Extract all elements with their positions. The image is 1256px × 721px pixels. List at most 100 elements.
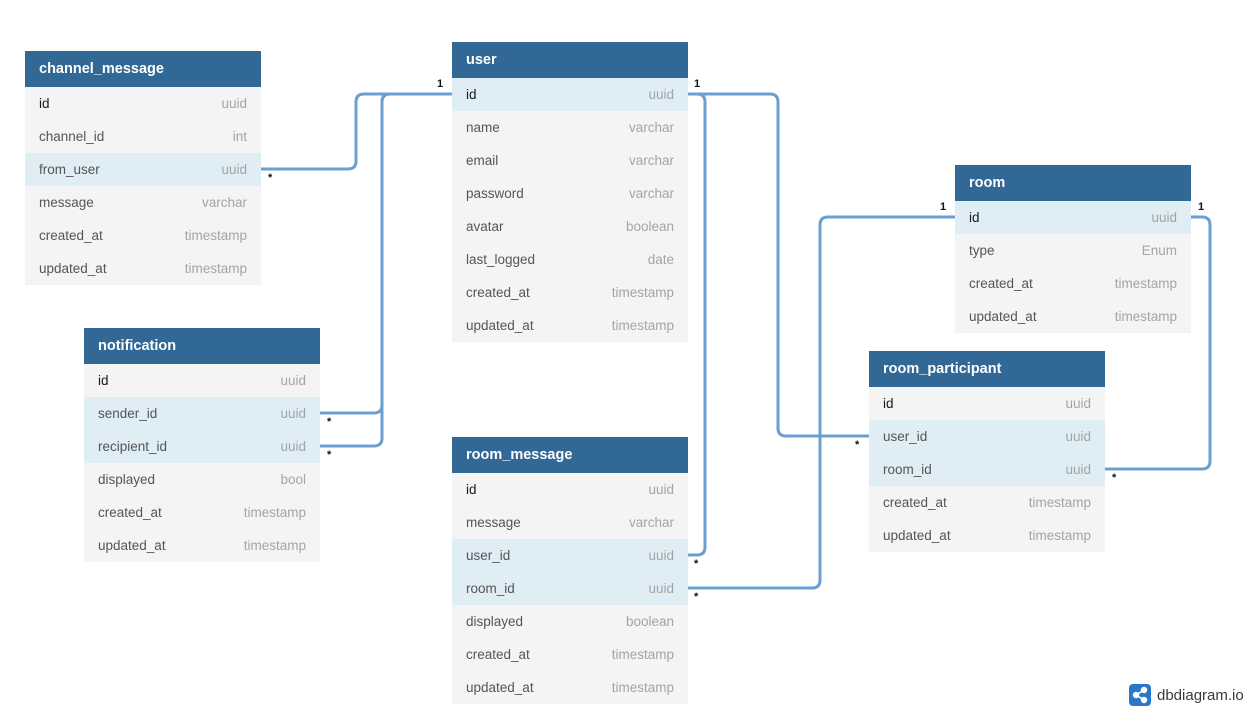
table-header[interactable]: channel_message: [25, 51, 261, 87]
field-name: id: [39, 96, 50, 111]
field-name: id: [969, 210, 980, 225]
field-row-displayed[interactable]: displayed bool: [84, 463, 320, 496]
field-name: sender_id: [98, 406, 158, 421]
field-type: varchar: [628, 153, 674, 168]
field-name: updated_at: [969, 309, 1037, 324]
field-row-updated-at[interactable]: updated_at timestamp: [84, 529, 320, 562]
field-type: timestamp: [184, 228, 247, 243]
field-type: timestamp: [611, 318, 674, 333]
edge-notification-recipient-user[interactable]: [320, 92, 452, 448]
field-row-email[interactable]: email varchar: [452, 144, 688, 177]
field-type: uuid: [221, 162, 247, 177]
field-type: uuid: [280, 439, 306, 454]
field-row-created-at[interactable]: created_at timestamp: [869, 486, 1105, 519]
field-row-name[interactable]: name varchar: [452, 111, 688, 144]
field-type: timestamp: [243, 538, 306, 553]
edge-room-message-user[interactable]: [688, 92, 707, 557]
table-header[interactable]: notification: [84, 328, 320, 364]
field-type: uuid: [221, 96, 247, 111]
field-type: uuid: [648, 482, 674, 497]
field-type: uuid: [1065, 396, 1091, 411]
field-name: password: [466, 186, 524, 201]
field-name: updated_at: [98, 538, 166, 553]
cardinality-many-notification-sender: *: [327, 416, 332, 428]
field-type: uuid: [1151, 210, 1177, 225]
field-row-message[interactable]: message varchar: [452, 506, 688, 539]
field-row-room-id[interactable]: room_id uuid: [452, 572, 688, 605]
field-name: room_id: [466, 581, 515, 596]
table-header[interactable]: room: [955, 165, 1191, 201]
field-type: varchar: [628, 515, 674, 530]
field-row-id[interactable]: id uuid: [25, 87, 261, 120]
field-type: timestamp: [611, 285, 674, 300]
field-type: timestamp: [611, 680, 674, 695]
field-name: id: [98, 373, 109, 388]
field-name: name: [466, 120, 500, 135]
cardinality-many-channel-message: *: [268, 172, 273, 184]
table-header[interactable]: room_message: [452, 437, 688, 473]
field-type: uuid: [648, 581, 674, 596]
field-name: created_at: [466, 285, 530, 300]
edge-room-participant-room[interactable]: [1105, 215, 1212, 471]
cardinality-one-user-left: 1: [437, 78, 444, 90]
field-name: message: [39, 195, 94, 210]
field-type: varchar: [628, 120, 674, 135]
table-header[interactable]: user: [452, 42, 688, 78]
field-name: user_id: [883, 429, 928, 444]
field-type: date: [647, 252, 674, 267]
field-type: timestamp: [1028, 495, 1091, 510]
field-name: email: [466, 153, 499, 168]
field-type: bool: [280, 472, 306, 487]
edge-notification-sender-user[interactable]: [320, 92, 452, 415]
edge-room-message-room[interactable]: [688, 215, 955, 590]
cardinality-many-notification-recipient: *: [327, 449, 332, 461]
field-name: message: [466, 515, 521, 530]
field-name: created_at: [969, 276, 1033, 291]
field-row-id[interactable]: id uuid: [955, 201, 1191, 234]
table-header[interactable]: room_participant: [869, 351, 1105, 387]
field-name: displayed: [98, 472, 156, 487]
cardinality-many-room-participant-user: *: [855, 439, 860, 451]
field-name: created_at: [883, 495, 947, 510]
field-type: timestamp: [1028, 528, 1091, 543]
cardinality-many-room-message-user: *: [694, 558, 699, 570]
field-type: timestamp: [243, 505, 306, 520]
edge-room-participant-user[interactable]: [688, 92, 869, 438]
edge-channel-message-user[interactable]: [261, 92, 452, 171]
field-row-created-at[interactable]: created_at timestamp: [452, 276, 688, 309]
dbdiagram-logo[interactable]: dbdiagram.io: [1129, 684, 1244, 706]
